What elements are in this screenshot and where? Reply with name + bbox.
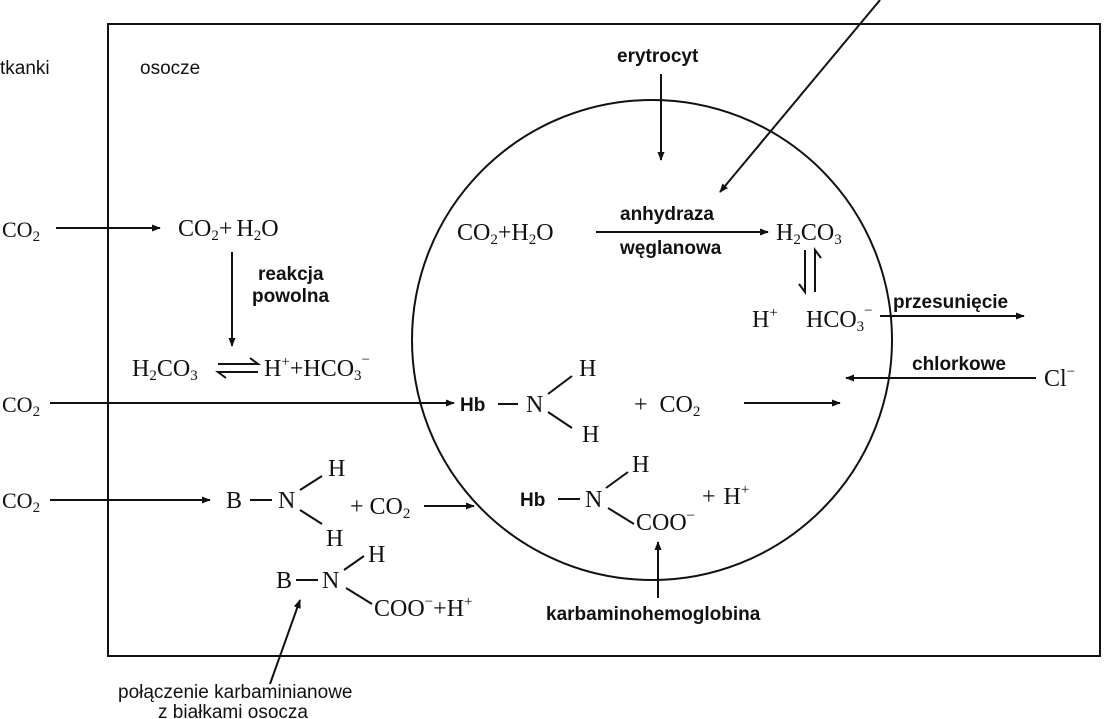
plasma-carbamino-pointer: [269, 599, 301, 685]
tissues-label: tkanki: [0, 58, 50, 79]
plasma-carbamino-coo: COO−+H+: [374, 594, 473, 622]
anhydrase-label-2: węglanowa: [619, 238, 722, 259]
carbamino-h: H: [632, 452, 649, 478]
plasma-carbamino-h: H: [368, 542, 385, 568]
erythrocyte-circle: [411, 99, 893, 581]
b-n-coo-bond: [345, 587, 373, 605]
plasma-h2co3: H2CO3: [132, 356, 198, 384]
slow-reaction-label-1: reakcja: [258, 264, 324, 285]
chloride-ion: Cl−: [1044, 364, 1075, 392]
carbamino-coo: COO−: [636, 508, 695, 536]
n-h-bond-up-1: [547, 375, 573, 395]
ery-co2-h2o: CO2+H2O: [457, 220, 554, 248]
ery-h: H+: [752, 305, 778, 333]
b-n-h-up-2: [343, 555, 365, 571]
plus-co2-ery: +CO2: [634, 392, 700, 420]
tissue-co2-3: CO2: [2, 488, 40, 516]
hb-n-1: N: [526, 392, 543, 418]
plasma-b: B: [226, 488, 242, 514]
anhydrase-label-1: anhydraza: [620, 204, 714, 225]
hb-n-2: N: [585, 487, 602, 513]
plasma-h-hco3: H++HCO3−: [264, 352, 370, 384]
plasma-carbamino-label-2: z białkami osocza: [158, 702, 308, 719]
plasma-b-h-bottom: H: [326, 526, 343, 552]
plasma-carbamino-label-1: połączenie karbaminianowe: [118, 682, 352, 703]
slow-reaction-label-2: powolna: [252, 286, 329, 307]
hb-h-bottom: H: [582, 422, 599, 448]
carbamino-plus-h: +H+: [702, 482, 749, 510]
chloride-shift-label-1: przesunięcie: [893, 292, 1008, 313]
plasma-n-2: N: [322, 568, 339, 594]
hb-h-top: H: [579, 356, 596, 382]
plasma-b-h-top: H: [328, 456, 345, 482]
tissue-co2-1: CO2: [2, 217, 40, 245]
ery-h2co3: H2CO3: [776, 220, 842, 248]
plasma-b-2: B: [276, 568, 292, 594]
top-diagonal-arrow: [719, 0, 881, 193]
plasma-n: N: [278, 488, 295, 514]
plasma-equilibrium-arrows: [215, 357, 261, 379]
b-n-h-down: [299, 509, 323, 525]
ery-hco3: HCO3−: [806, 303, 873, 335]
b-n-h-up: [299, 475, 323, 491]
carbaminohemoglobin-label: karbaminohemoglobina: [546, 604, 761, 625]
hb-n-h-up-2: [605, 471, 629, 489]
n-h-bond-down-1: [547, 411, 573, 429]
plasma-co2-h2o: CO2+H2O: [178, 216, 279, 244]
hb-label-1: Hb: [460, 395, 485, 416]
tissue-co2-2: CO2: [2, 392, 40, 420]
plasma-label: osocze: [140, 58, 200, 79]
hb-label-2: Hb: [520, 490, 545, 511]
erythrocyte-label: erytrocyt: [617, 46, 699, 67]
plus-co2-plasma: +CO2: [350, 494, 410, 522]
hb-n-coo-bond: [607, 507, 635, 525]
ery-equilibrium-arrows: [798, 247, 822, 295]
plasma-frame: [107, 23, 1101, 657]
chloride-shift-label-2: chlorkowe: [912, 354, 1006, 375]
